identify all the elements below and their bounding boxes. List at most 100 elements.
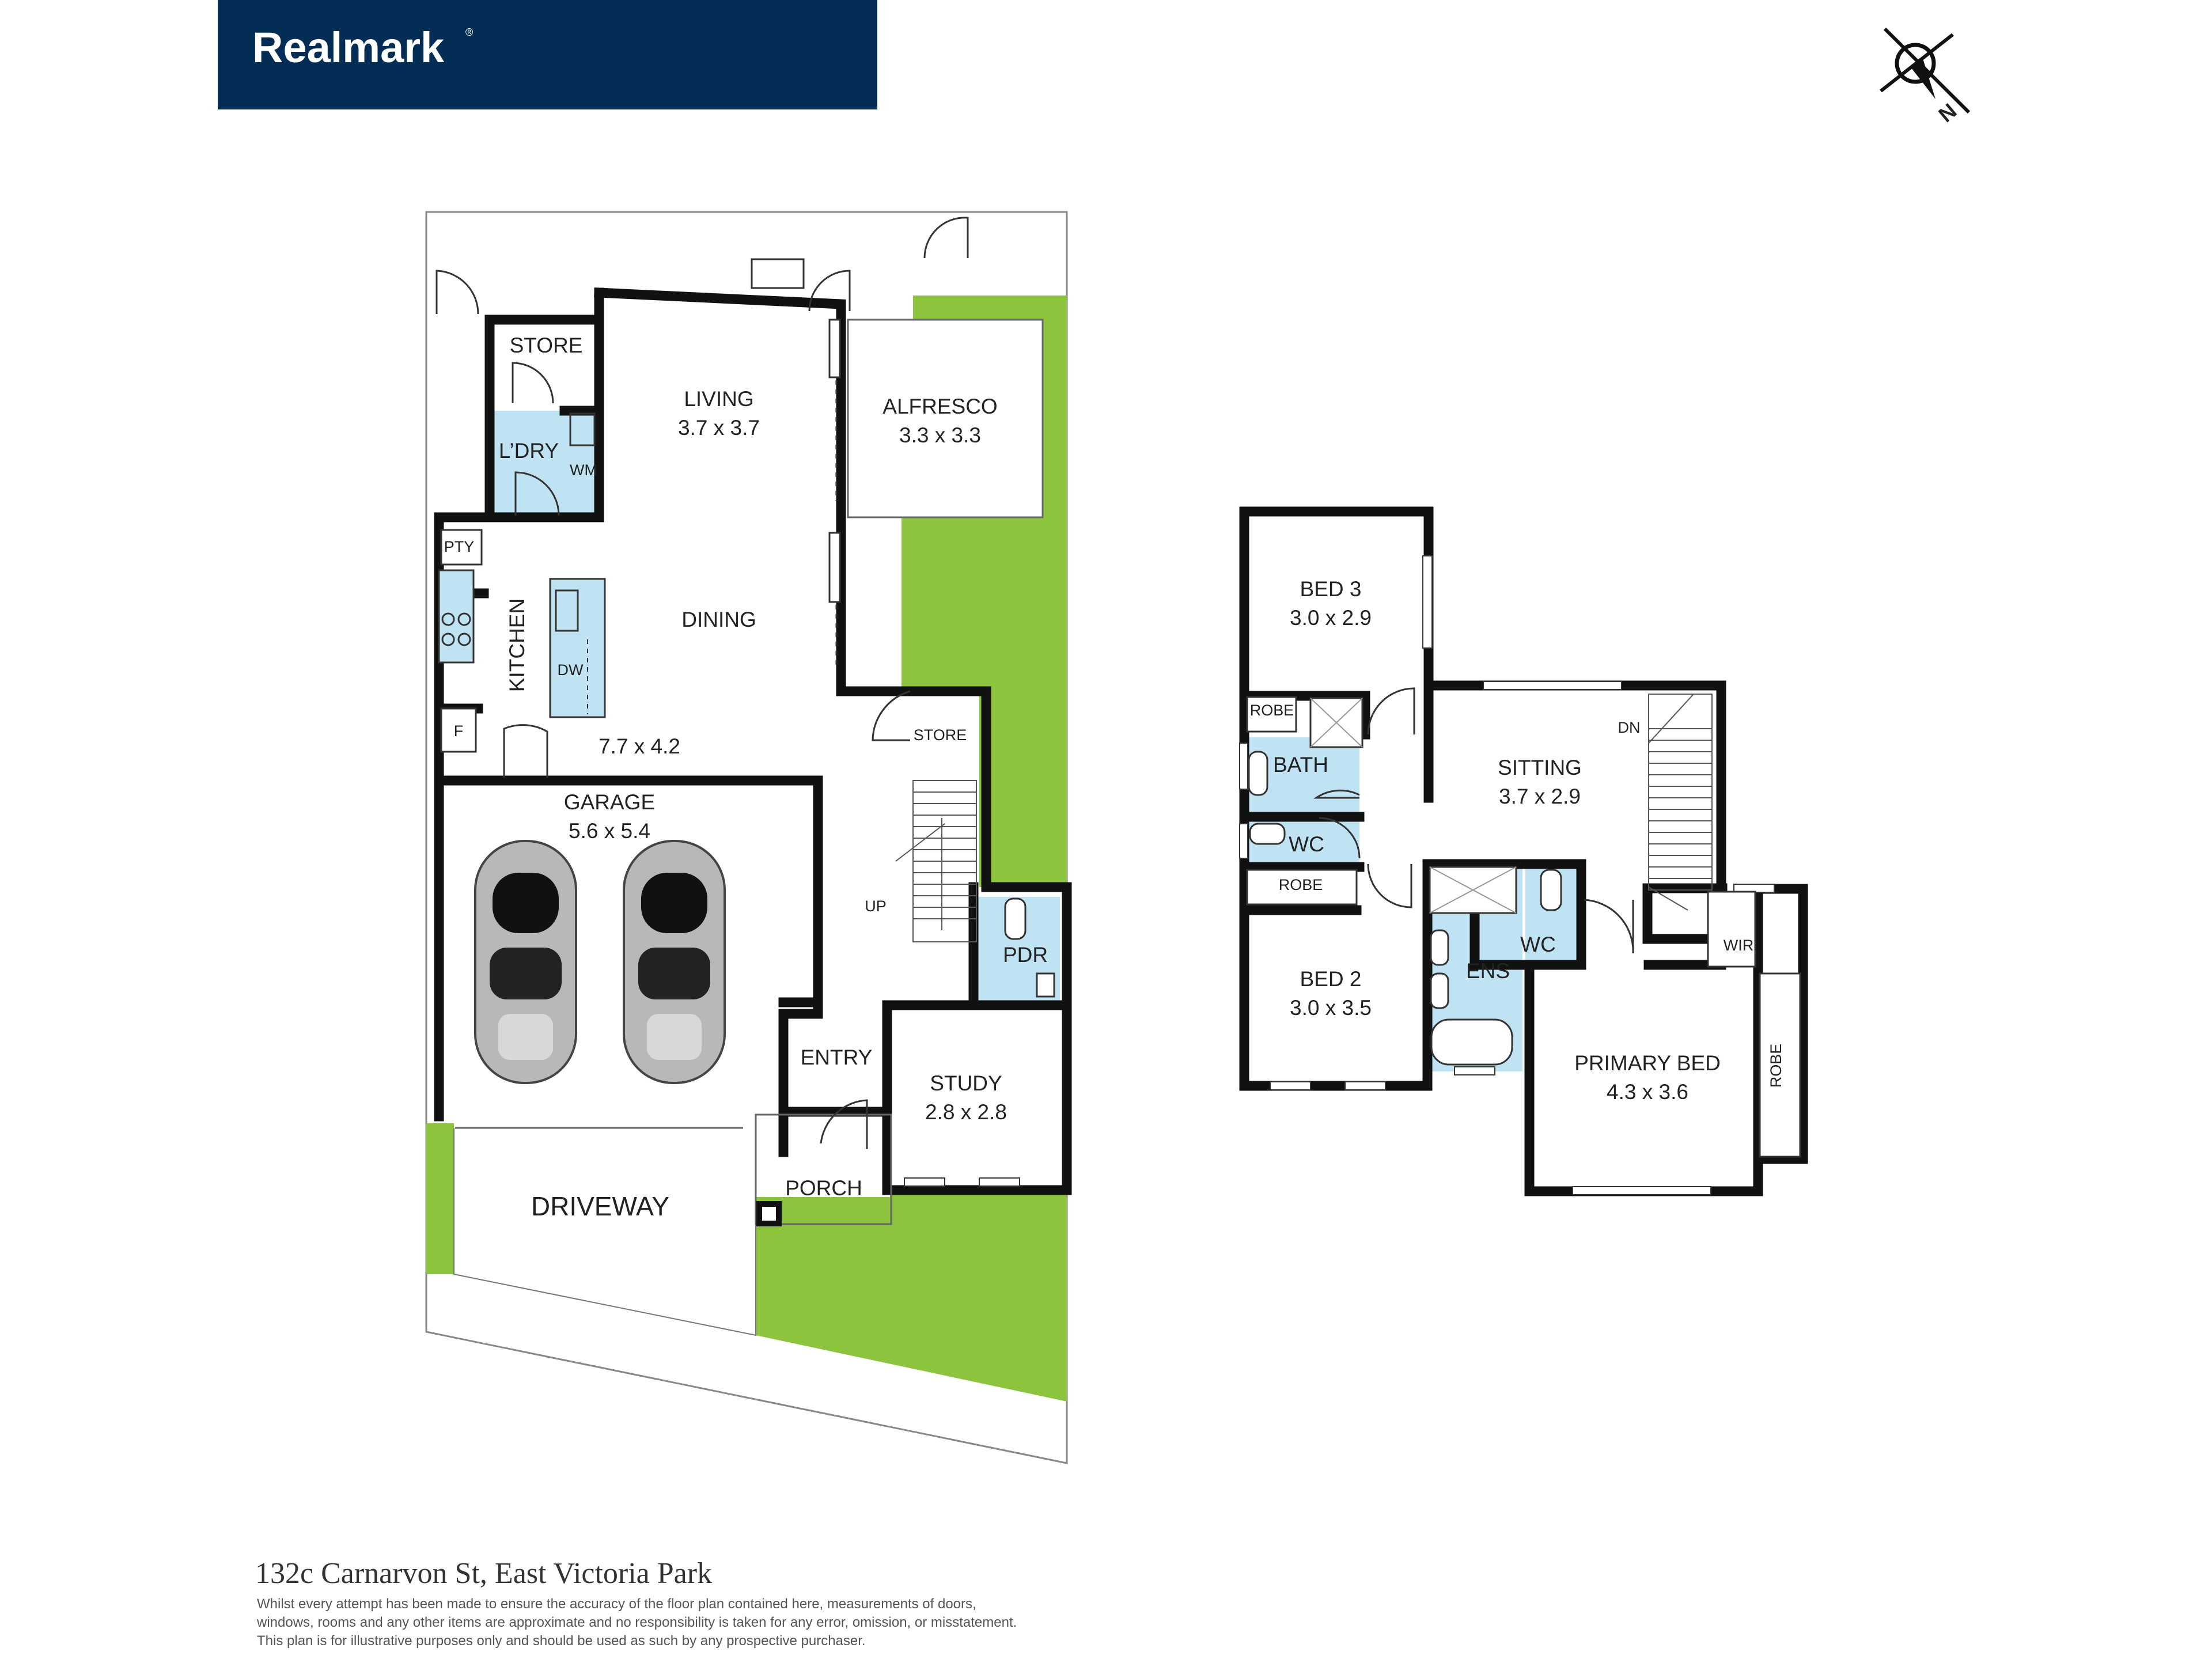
dishwasher-label: DW [558, 661, 584, 679]
living-sliding-door [828, 319, 841, 378]
store-door-arc [512, 362, 554, 404]
primary-robe [1759, 972, 1801, 1158]
porch-label: PORCH [785, 1176, 862, 1200]
pdr-label: PDR [1003, 943, 1048, 967]
entry-label: ENTRY [801, 1046, 873, 1069]
cooktop-burner [457, 612, 471, 626]
wc-toilet-icon [1249, 823, 1286, 845]
garage-label: GARAGE [564, 790, 655, 814]
sitting-label: SITTING [1498, 756, 1582, 779]
alfresco-size: 3.3 x 3.3 [899, 423, 981, 447]
entry-door-arc [820, 1099, 868, 1149]
porch-post [756, 1201, 782, 1226]
primary-robe-label: ROBE [1767, 1044, 1785, 1088]
rear-window [751, 258, 805, 289]
bed2-label: BED 2 [1300, 967, 1362, 991]
alfresco-door-arc [808, 270, 851, 312]
washing-machine-label: WM [570, 461, 597, 479]
garage-size: 5.6 x 5.4 [569, 819, 650, 843]
sitting-window [1483, 681, 1622, 690]
laundry-label: L’DRY [499, 439, 559, 463]
lawn-right [756, 296, 1067, 1402]
alfresco-label: ALFRESCO [882, 395, 997, 418]
bed3-robe [1246, 696, 1297, 733]
brand-logo-text: Realmark [252, 24, 445, 71]
wc-label: WC [1289, 832, 1324, 856]
primary-bed-size: 4.3 x 3.6 [1607, 1080, 1688, 1104]
disclaimer-line: Whilst every attempt has been made to en… [257, 1596, 976, 1612]
stairs-down-label: DN [1618, 719, 1641, 736]
kitchen-bench [438, 569, 475, 664]
north-compass-icon: N [1880, 27, 1971, 127]
fridge-space [440, 707, 477, 753]
bath-window [1239, 743, 1248, 790]
cooktop-burner [457, 632, 471, 646]
bathtub-icon [1430, 1018, 1513, 1066]
pantry-label: PTY [444, 538, 475, 555]
cooktop-burner [441, 632, 455, 646]
bed2-window [1270, 1081, 1311, 1090]
brand-banner: Realmark ® [218, 0, 877, 109]
property-address: 132c Carnarvon St, East Victoria Park [255, 1557, 712, 1590]
study-size: 2.8 x 2.8 [925, 1100, 1007, 1124]
stair-store-label: STORE [914, 726, 967, 744]
wc-window [1239, 823, 1248, 859]
brand-trademark: ® [465, 26, 473, 38]
lawn-driveway-left [426, 1123, 454, 1274]
bath-basin-icon [1248, 751, 1268, 796]
laundry-floor [491, 411, 600, 517]
lot-boundary [425, 211, 1068, 1464]
upper-staircase [1648, 694, 1713, 911]
kitchen-label: KITCHEN [505, 599, 529, 692]
car-icon [623, 840, 726, 1084]
driveway-label: DRIVEWAY [531, 1191, 669, 1221]
sitting-size: 3.7 x 2.9 [1499, 785, 1581, 808]
ensuite-basin-icon [1430, 972, 1449, 1009]
footer: 132c Carnarvon St, East Victoria Park Wh… [255, 1557, 1017, 1649]
bed2-robe-label: ROBE [1279, 876, 1323, 893]
dining-label: DINING [681, 608, 756, 631]
disclaimer-line: windows, rooms and any other items are a… [256, 1615, 1017, 1630]
ensuite-toilet-icon [1540, 869, 1562, 911]
study-window [904, 1177, 945, 1187]
ground-staircase [895, 780, 977, 942]
living-size: 3.7 x 3.7 [678, 416, 760, 440]
stairs-up-label: UP [865, 897, 887, 915]
cooktop-burner [441, 612, 455, 626]
wir-space [1707, 891, 1756, 968]
compass-north-letter: N [1934, 99, 1961, 127]
ensuite-window [1454, 1066, 1495, 1075]
wc-door-arc [1319, 817, 1361, 859]
bed2-size: 3.0 x 3.5 [1290, 996, 1372, 1020]
fridge-label: F [454, 722, 464, 740]
bed2-door-arc [1367, 863, 1412, 908]
kitchen-garage-door-arc [503, 724, 548, 778]
ground-floor-plan: STORE L’DRY WM LIVING 3.7 x 3.7 ALFRESCO… [425, 211, 1072, 1464]
bed3-window [1422, 555, 1433, 649]
bed3-label: BED 3 [1300, 577, 1362, 601]
store-label: STORE [510, 334, 583, 357]
bath-label: BATH [1273, 753, 1328, 777]
porch-area [755, 1113, 892, 1225]
bed2-robe [1246, 869, 1358, 906]
driveway-edges [453, 1128, 756, 1336]
ensuite-basin-icon [1430, 929, 1449, 966]
primary-door-arc [1584, 899, 1634, 954]
dining-size: 7.7 x 4.2 [599, 734, 680, 758]
laundry-tub-icon [569, 412, 596, 446]
pdr-toilet-icon [1004, 897, 1027, 940]
brand-banner-background [218, 0, 877, 109]
bed3-robe-label: ROBE [1250, 702, 1294, 719]
living-label: LIVING [684, 387, 753, 411]
island-sink-icon [555, 589, 579, 632]
yard-door-arc-right [923, 217, 969, 259]
dining-sliding-door [828, 532, 841, 603]
wir-label: WIR [1724, 937, 1753, 954]
laundry-door-arc [514, 471, 560, 516]
bed3-size: 3.0 x 2.9 [1290, 606, 1372, 630]
upper-floor-plan: BED 3 3.0 x 2.9 ROBE BATH WC ROBE SITTIN… [1239, 506, 1808, 1196]
study-window [979, 1177, 1020, 1187]
pdr-basin-icon [1036, 972, 1055, 998]
alfresco-area [847, 319, 1044, 518]
primary-bed-label: PRIMARY BED [1574, 1051, 1721, 1075]
